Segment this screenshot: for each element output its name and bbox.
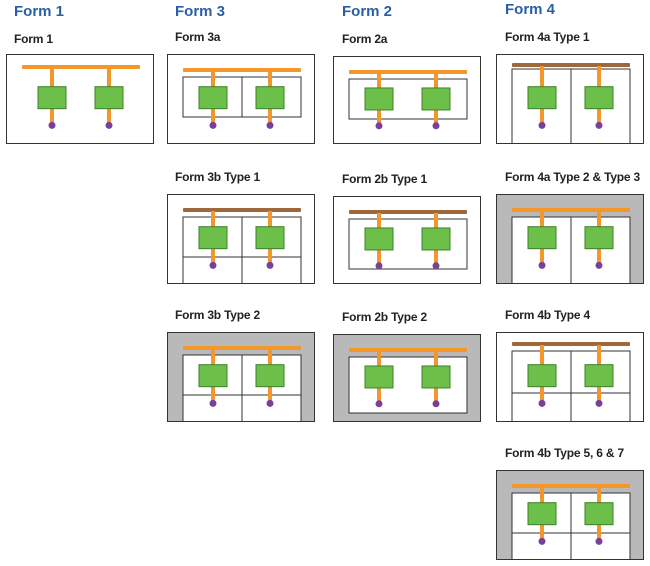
busbar [512,342,630,346]
circuit-breaker [364,87,394,111]
circuit-breaker [584,226,614,250]
diagram-form-2b-type-2 [333,334,481,422]
circuit-breaker [255,86,285,110]
circuit-breaker [527,502,557,526]
diagram-form-4a-type-1 [496,54,644,144]
circuit-breaker [198,86,228,110]
terminal-icon [432,122,440,130]
diagram-form-2a [333,56,481,144]
diagram-svg [182,68,302,129]
busbar [512,63,630,67]
circuit-breaker [364,365,394,389]
terminal-icon [538,537,546,545]
terminal-icon [266,399,274,407]
diagram-svg [511,484,631,559]
diagram-svg [22,65,140,129]
busbar [512,208,630,212]
busbar [183,208,301,212]
terminal-icon [375,262,383,270]
terminal-icon [538,399,546,407]
circuit-breaker [198,226,228,250]
circuit-breaker [364,227,394,251]
circuit-breaker [421,227,451,251]
busbar [349,348,467,352]
circuit-breaker [255,226,285,250]
caption-form-4a-type-2-3: Form 4a Type 2 & Type 3 [505,170,640,184]
diagram-svg [348,70,468,130]
terminal-icon [209,121,217,129]
circuit-breaker [255,364,285,388]
column-heading-form4: Form 4 [505,1,556,18]
busbar [512,484,630,488]
circuit-breaker [37,86,67,110]
terminal-icon [48,121,56,129]
terminal-icon [595,261,603,269]
diagram-svg [511,342,631,421]
terminal-icon [375,122,383,130]
circuit-breaker [584,86,614,110]
busbar [183,68,301,72]
diagram-form-3a [167,54,315,144]
diagram-svg [348,210,468,270]
column-heading-form2: Form 2 [342,3,393,20]
diagram-svg [182,346,302,421]
diagram-form-4b-type-4 [496,332,644,422]
terminal-icon [595,121,603,129]
terminal-icon [266,261,274,269]
caption-form-3b-type-1: Form 3b Type 1 [175,170,260,184]
busbar [349,70,467,74]
caption-form-4b-type-5-6-7: Form 4b Type 5, 6 & 7 [505,446,624,460]
diagram-svg [511,63,631,143]
terminal-icon [105,121,113,129]
diagram-form-3b-type-2 [167,332,315,422]
busbar [183,346,301,350]
terminal-icon [538,261,546,269]
caption-form-4a-type-1: Form 4a Type 1 [505,30,590,44]
caption-form-3a: Form 3a [175,30,221,44]
circuit-breaker [584,364,614,388]
circuit-breaker [527,226,557,250]
caption-form-2b-type-1: Form 2b Type 1 [342,172,427,186]
circuit-breaker [527,86,557,110]
column-heading-form1: Form 1 [14,3,65,20]
terminal-icon [209,261,217,269]
caption-form-3b-type-2: Form 3b Type 2 [175,308,260,322]
circuit-breaker [198,364,228,388]
diagram-form-1 [6,54,154,144]
circuit-breaker [527,364,557,388]
terminal-icon [595,399,603,407]
terminal-icon [375,400,383,408]
diagram-form-2b-type-1 [333,196,481,284]
terminal-icon [209,399,217,407]
diagram-svg [511,208,631,283]
diagram-form-4b-type-5-6-7 [496,470,644,560]
busbar [22,65,140,69]
column-heading-form3: Form 3 [175,3,226,20]
diagram-form-3b-type-1 [167,194,315,284]
terminal-icon [595,537,603,545]
circuit-breaker [94,86,124,110]
terminal-icon [538,121,546,129]
diagram-svg [182,208,302,283]
caption-form-1: Form 1 [14,32,53,46]
caption-form-2b-type-2: Form 2b Type 2 [342,310,427,324]
busbar [349,210,467,214]
diagram-form-4a-type-2-3 [496,194,644,284]
diagram-svg [348,348,468,414]
circuit-breaker [584,502,614,526]
caption-form-4b-type-4: Form 4b Type 4 [505,308,590,322]
circuit-breaker [421,365,451,389]
terminal-icon [432,400,440,408]
terminal-icon [432,262,440,270]
terminal-icon [266,121,274,129]
caption-form-2a: Form 2a [342,32,388,46]
circuit-breaker [421,87,451,111]
